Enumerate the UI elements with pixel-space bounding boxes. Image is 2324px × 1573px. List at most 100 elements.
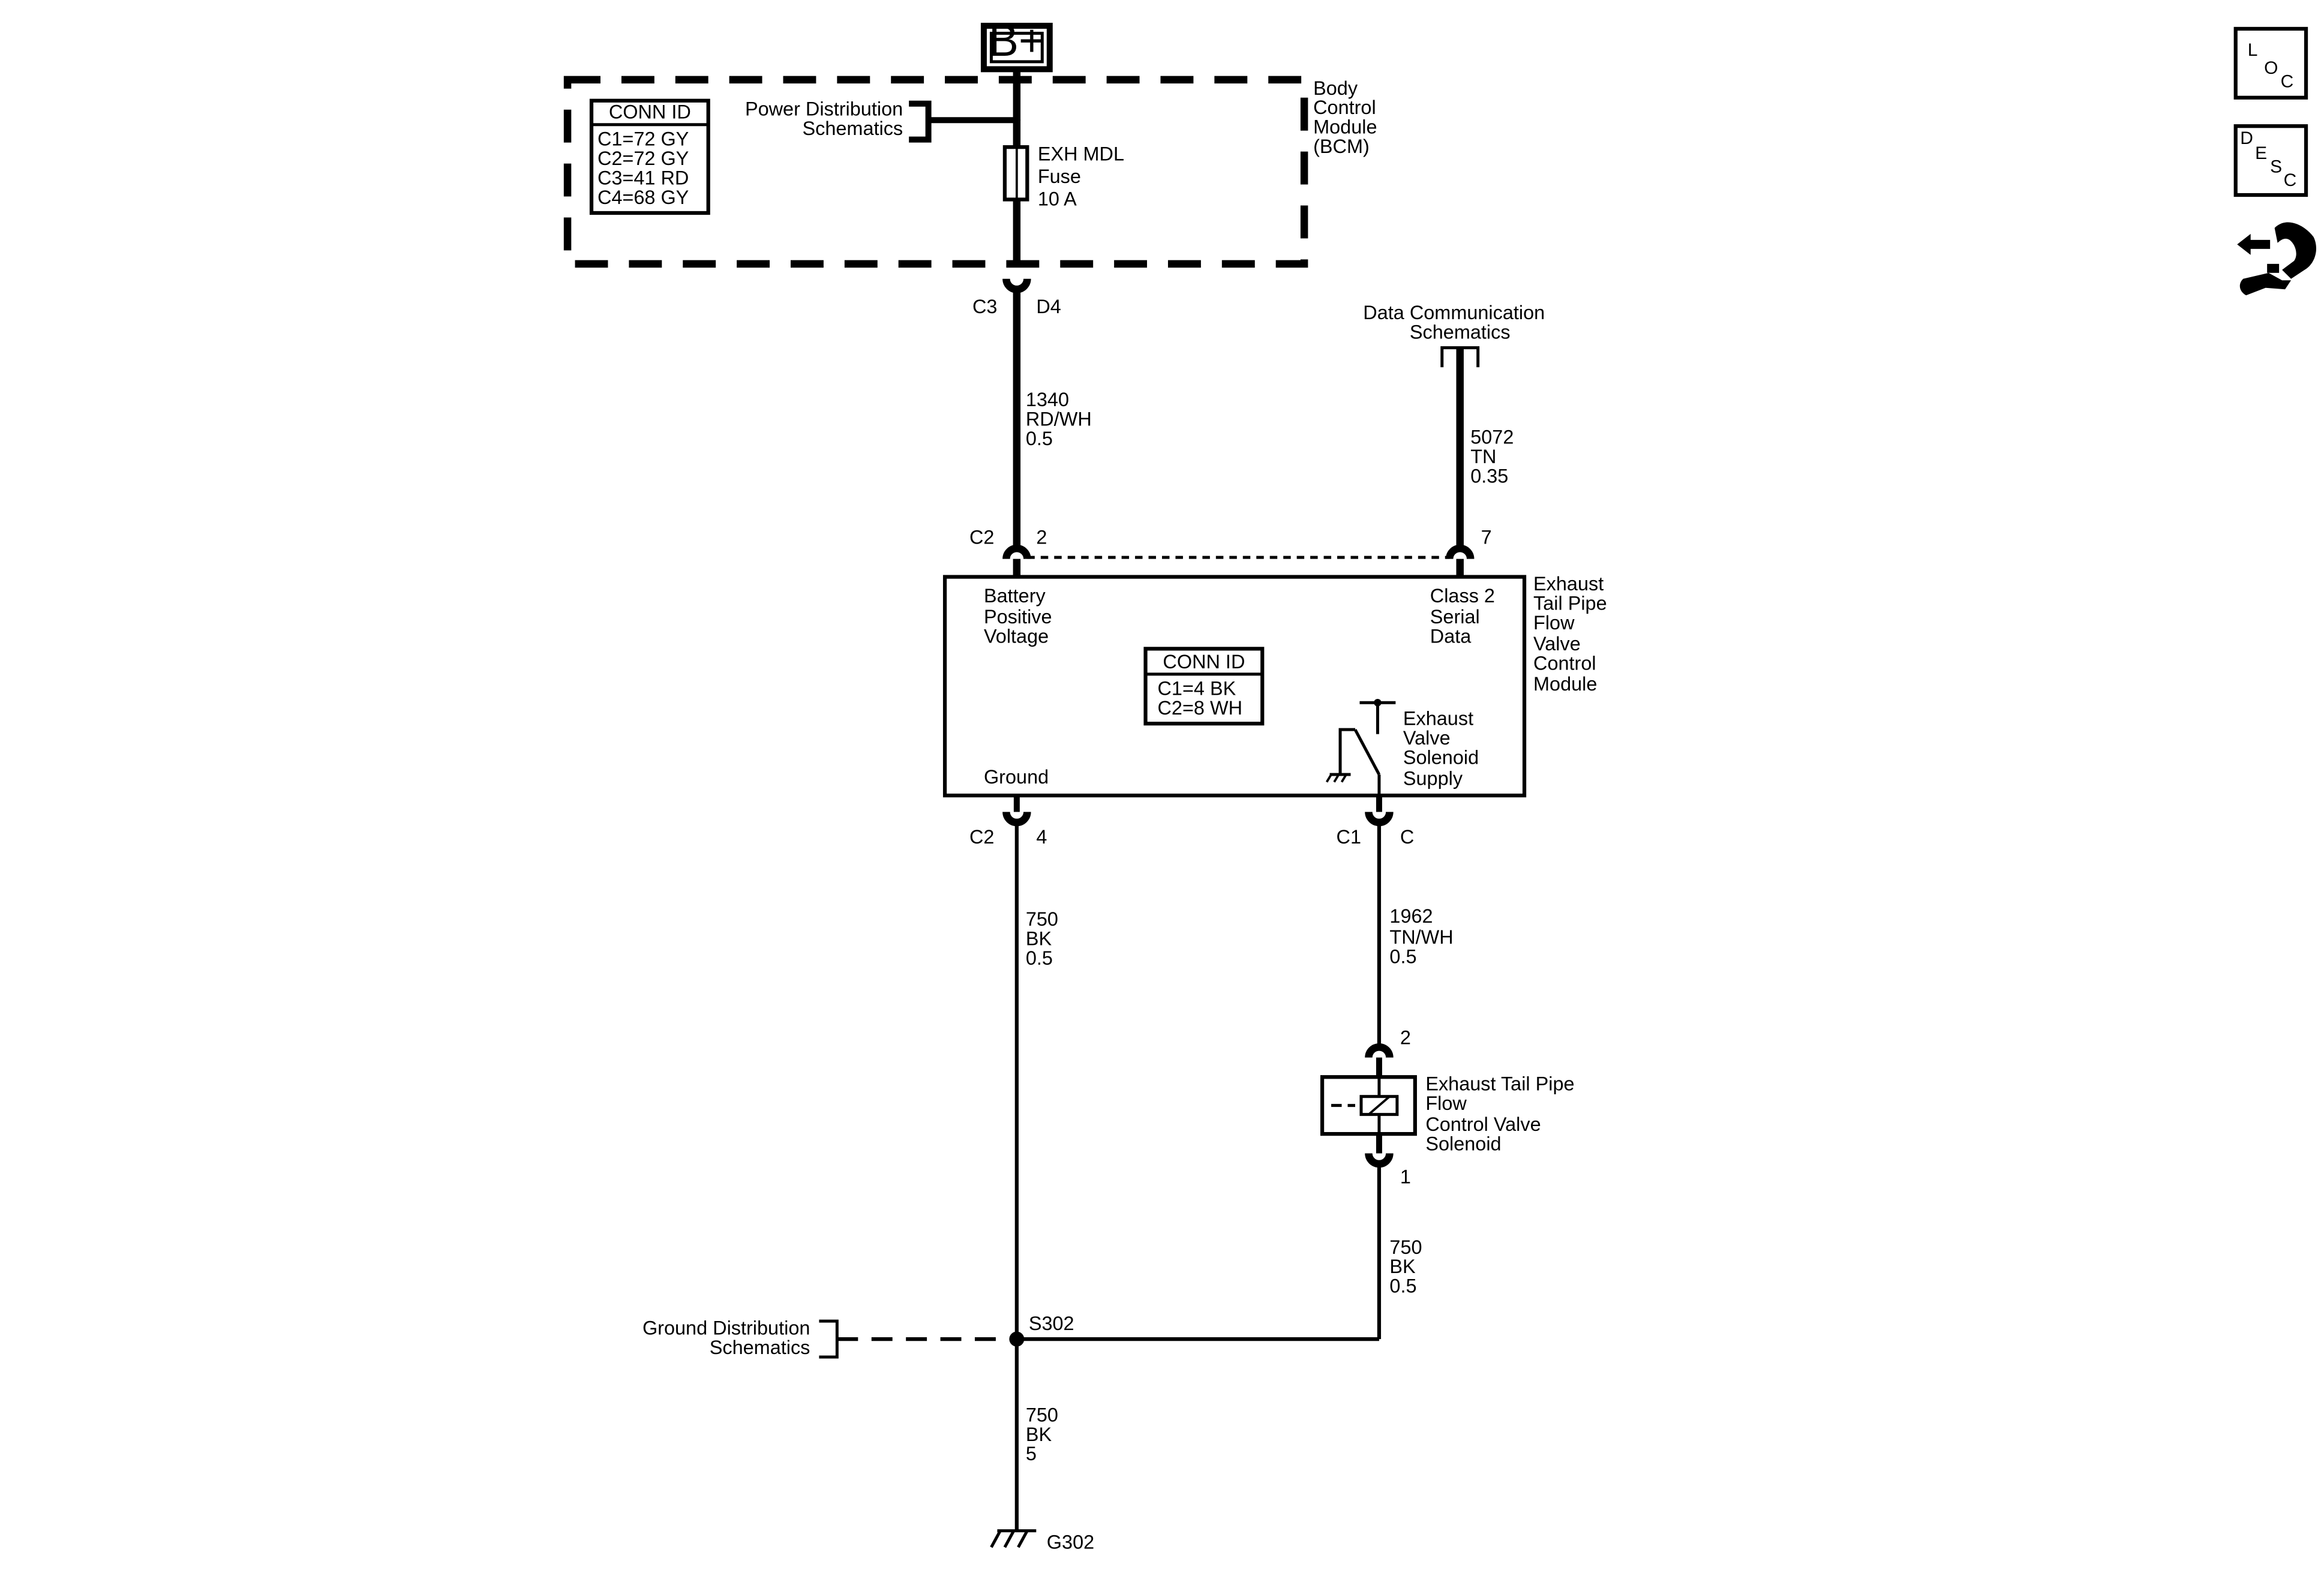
svg-text:C3: C3 xyxy=(972,296,997,317)
svg-text:Exhaust: Exhaust xyxy=(1403,708,1473,730)
svg-text:Schematics: Schematics xyxy=(710,1337,810,1358)
svg-text:Fuse: Fuse xyxy=(1038,166,1081,187)
svg-text:Body: Body xyxy=(1313,77,1358,99)
svg-text:C4=68 GY: C4=68 GY xyxy=(597,187,689,208)
svg-text:7: 7 xyxy=(1481,527,1492,548)
bcm-connector-c3-d4: C3 D4 xyxy=(972,278,1061,317)
svg-text:750: 750 xyxy=(1026,908,1058,930)
svg-text:Control: Control xyxy=(1533,652,1596,674)
b-plus-label: B+ xyxy=(989,15,1045,65)
svg-text:C: C xyxy=(2284,170,2297,190)
ground-distribution-reference[interactable]: Ground Distribution Schematics xyxy=(642,1317,1010,1359)
svg-text:Control Valve: Control Valve xyxy=(1425,1113,1541,1135)
exhaust-flow-valve-control-module: Exhaust Tail Pipe Flow Valve Control Mod… xyxy=(942,573,1607,798)
power-distribution-reference[interactable]: Power Distribution Schematics xyxy=(745,98,1021,143)
svg-text:4: 4 xyxy=(1036,826,1047,848)
svg-text:S: S xyxy=(2270,157,2282,177)
svg-text:750: 750 xyxy=(1026,1404,1058,1425)
solenoid-supply-switch xyxy=(1325,698,1396,795)
wire-1340: 1340 RD/WH 0.5 xyxy=(1013,289,1092,549)
svg-text:10 A: 10 A xyxy=(1038,188,1077,210)
module-ground-label: Ground xyxy=(984,766,1049,788)
svg-text:Flow: Flow xyxy=(1425,1092,1467,1114)
svg-text:Serial: Serial xyxy=(1430,606,1480,628)
svg-text:(BCM): (BCM) xyxy=(1313,136,1370,157)
svg-text:Module: Module xyxy=(1533,673,1597,695)
svg-text:0.35: 0.35 xyxy=(1470,465,1508,487)
module-conn-id-table: CONN ID C1=4 BK C2=8 WH xyxy=(1143,647,1265,726)
module-name: Exhaust Tail Pipe Flow Valve Control Mod… xyxy=(1533,573,1607,695)
svg-text:Solenoid: Solenoid xyxy=(1425,1133,1501,1155)
wire-1962: 1962 TN/WH 0.5 xyxy=(1377,824,1454,1047)
svg-text:Battery: Battery xyxy=(984,585,1046,607)
svg-text:L: L xyxy=(2248,40,2258,60)
svg-text:RD/WH: RD/WH xyxy=(1026,408,1092,430)
svg-text:Ground Distribution: Ground Distribution xyxy=(642,1317,810,1339)
svg-text:Class 2: Class 2 xyxy=(1430,585,1495,607)
description-icon[interactable]: D E S C xyxy=(2233,124,2308,197)
wire-750-module-ground: 750 BK 0.5 xyxy=(1014,824,1058,1531)
splice-s302: S302 xyxy=(1009,1313,1074,1347)
body-control-module: Body Control Module (BCM) CONN ID C1=72 … xyxy=(563,69,1377,268)
svg-text:C1=4 BK: C1=4 BK xyxy=(1158,678,1236,700)
battery-positive-source: B+ xyxy=(980,15,1053,73)
svg-text:Control: Control xyxy=(1313,97,1376,118)
svg-text:TN/WH: TN/WH xyxy=(1389,926,1453,948)
svg-text:EXH MDL: EXH MDL xyxy=(1038,143,1124,165)
svg-text:750: 750 xyxy=(1389,1236,1422,1258)
svg-text:BK: BK xyxy=(1026,928,1052,950)
solenoid-name: Exhaust Tail Pipe Flow Control Valve Sol… xyxy=(1425,1073,1574,1155)
svg-text:CONN ID: CONN ID xyxy=(609,101,691,123)
location-icon[interactable]: L O C xyxy=(2233,26,2308,100)
class-2-serial-data-label: Class 2 Serial Data xyxy=(1430,585,1495,647)
exhaust-flow-control-valve-solenoid: 2 1 Exhaust Tail Pipe Flow Control Valve… xyxy=(1320,1026,1575,1187)
svg-text:C2=8 WH: C2=8 WH xyxy=(1158,697,1243,719)
module-connector-c1-pin-c: C1 C xyxy=(1337,795,1414,848)
svg-text:Supply: Supply xyxy=(1403,768,1463,789)
wire-750-main-ground: 750 BK 5 xyxy=(1026,1404,1058,1464)
svg-text:Power Distribution: Power Distribution xyxy=(745,98,903,120)
svg-text:TN: TN xyxy=(1470,446,1496,467)
svg-text:Positive: Positive xyxy=(984,606,1052,628)
svg-text:C3=41 RD: C3=41 RD xyxy=(597,167,689,189)
ground-g302: G302 xyxy=(990,1529,1094,1553)
svg-text:D4: D4 xyxy=(1036,296,1061,317)
bcm-conn-id-table: CONN ID C1=72 GY C2=72 GY C3=41 RD C4=68… xyxy=(589,98,710,215)
svg-text:Tail Pipe: Tail Pipe xyxy=(1533,592,1607,614)
data-communication-reference[interactable]: Data Communication Schematics xyxy=(1363,302,1545,549)
svg-text:Valve: Valve xyxy=(1403,727,1451,749)
svg-text:0.5: 0.5 xyxy=(1389,1275,1416,1297)
svg-text:Valve: Valve xyxy=(1533,633,1581,655)
wire-5072: 5072 TN 0.35 xyxy=(1470,426,1514,487)
module-connector-pin-7: 7 xyxy=(1446,527,1492,577)
svg-text:C2=72 GY: C2=72 GY xyxy=(597,148,689,169)
svg-text:Schematics: Schematics xyxy=(1410,322,1511,343)
svg-text:S302: S302 xyxy=(1029,1313,1074,1334)
hand-wrench-icon[interactable] xyxy=(2237,222,2316,296)
svg-text:Solenoid: Solenoid xyxy=(1403,747,1479,769)
svg-text:C: C xyxy=(1400,826,1414,848)
svg-text:Data: Data xyxy=(1430,625,1472,647)
svg-text:Voltage: Voltage xyxy=(984,625,1049,647)
exh-mdl-fuse: EXH MDL Fuse 10 A xyxy=(1002,69,1124,267)
wire-750-solenoid-ground: 750 BK 0.5 xyxy=(1016,1164,1422,1341)
svg-text:Schematics: Schematics xyxy=(803,118,903,139)
svg-text:Data Communication: Data Communication xyxy=(1363,302,1545,323)
svg-text:O: O xyxy=(2264,58,2278,78)
svg-text:2: 2 xyxy=(1036,527,1047,548)
svg-text:1962: 1962 xyxy=(1389,905,1433,927)
svg-text:C2: C2 xyxy=(969,826,994,848)
module-connector-c2-pin-2: C2 2 xyxy=(969,527,1047,577)
svg-text:Exhaust Tail Pipe: Exhaust Tail Pipe xyxy=(1425,1073,1574,1095)
svg-text:E: E xyxy=(2255,143,2267,163)
svg-text:5072: 5072 xyxy=(1470,426,1514,448)
svg-text:D: D xyxy=(2240,128,2253,148)
svg-text:C1=72 GY: C1=72 GY xyxy=(597,128,689,150)
svg-text:G302: G302 xyxy=(1047,1532,1094,1553)
svg-text:BK: BK xyxy=(1026,1424,1052,1445)
svg-text:C2: C2 xyxy=(969,527,994,548)
svg-text:0.5: 0.5 xyxy=(1389,946,1416,968)
svg-text:0.5: 0.5 xyxy=(1026,947,1053,969)
battery-positive-voltage-label: Battery Positive Voltage xyxy=(984,585,1052,647)
